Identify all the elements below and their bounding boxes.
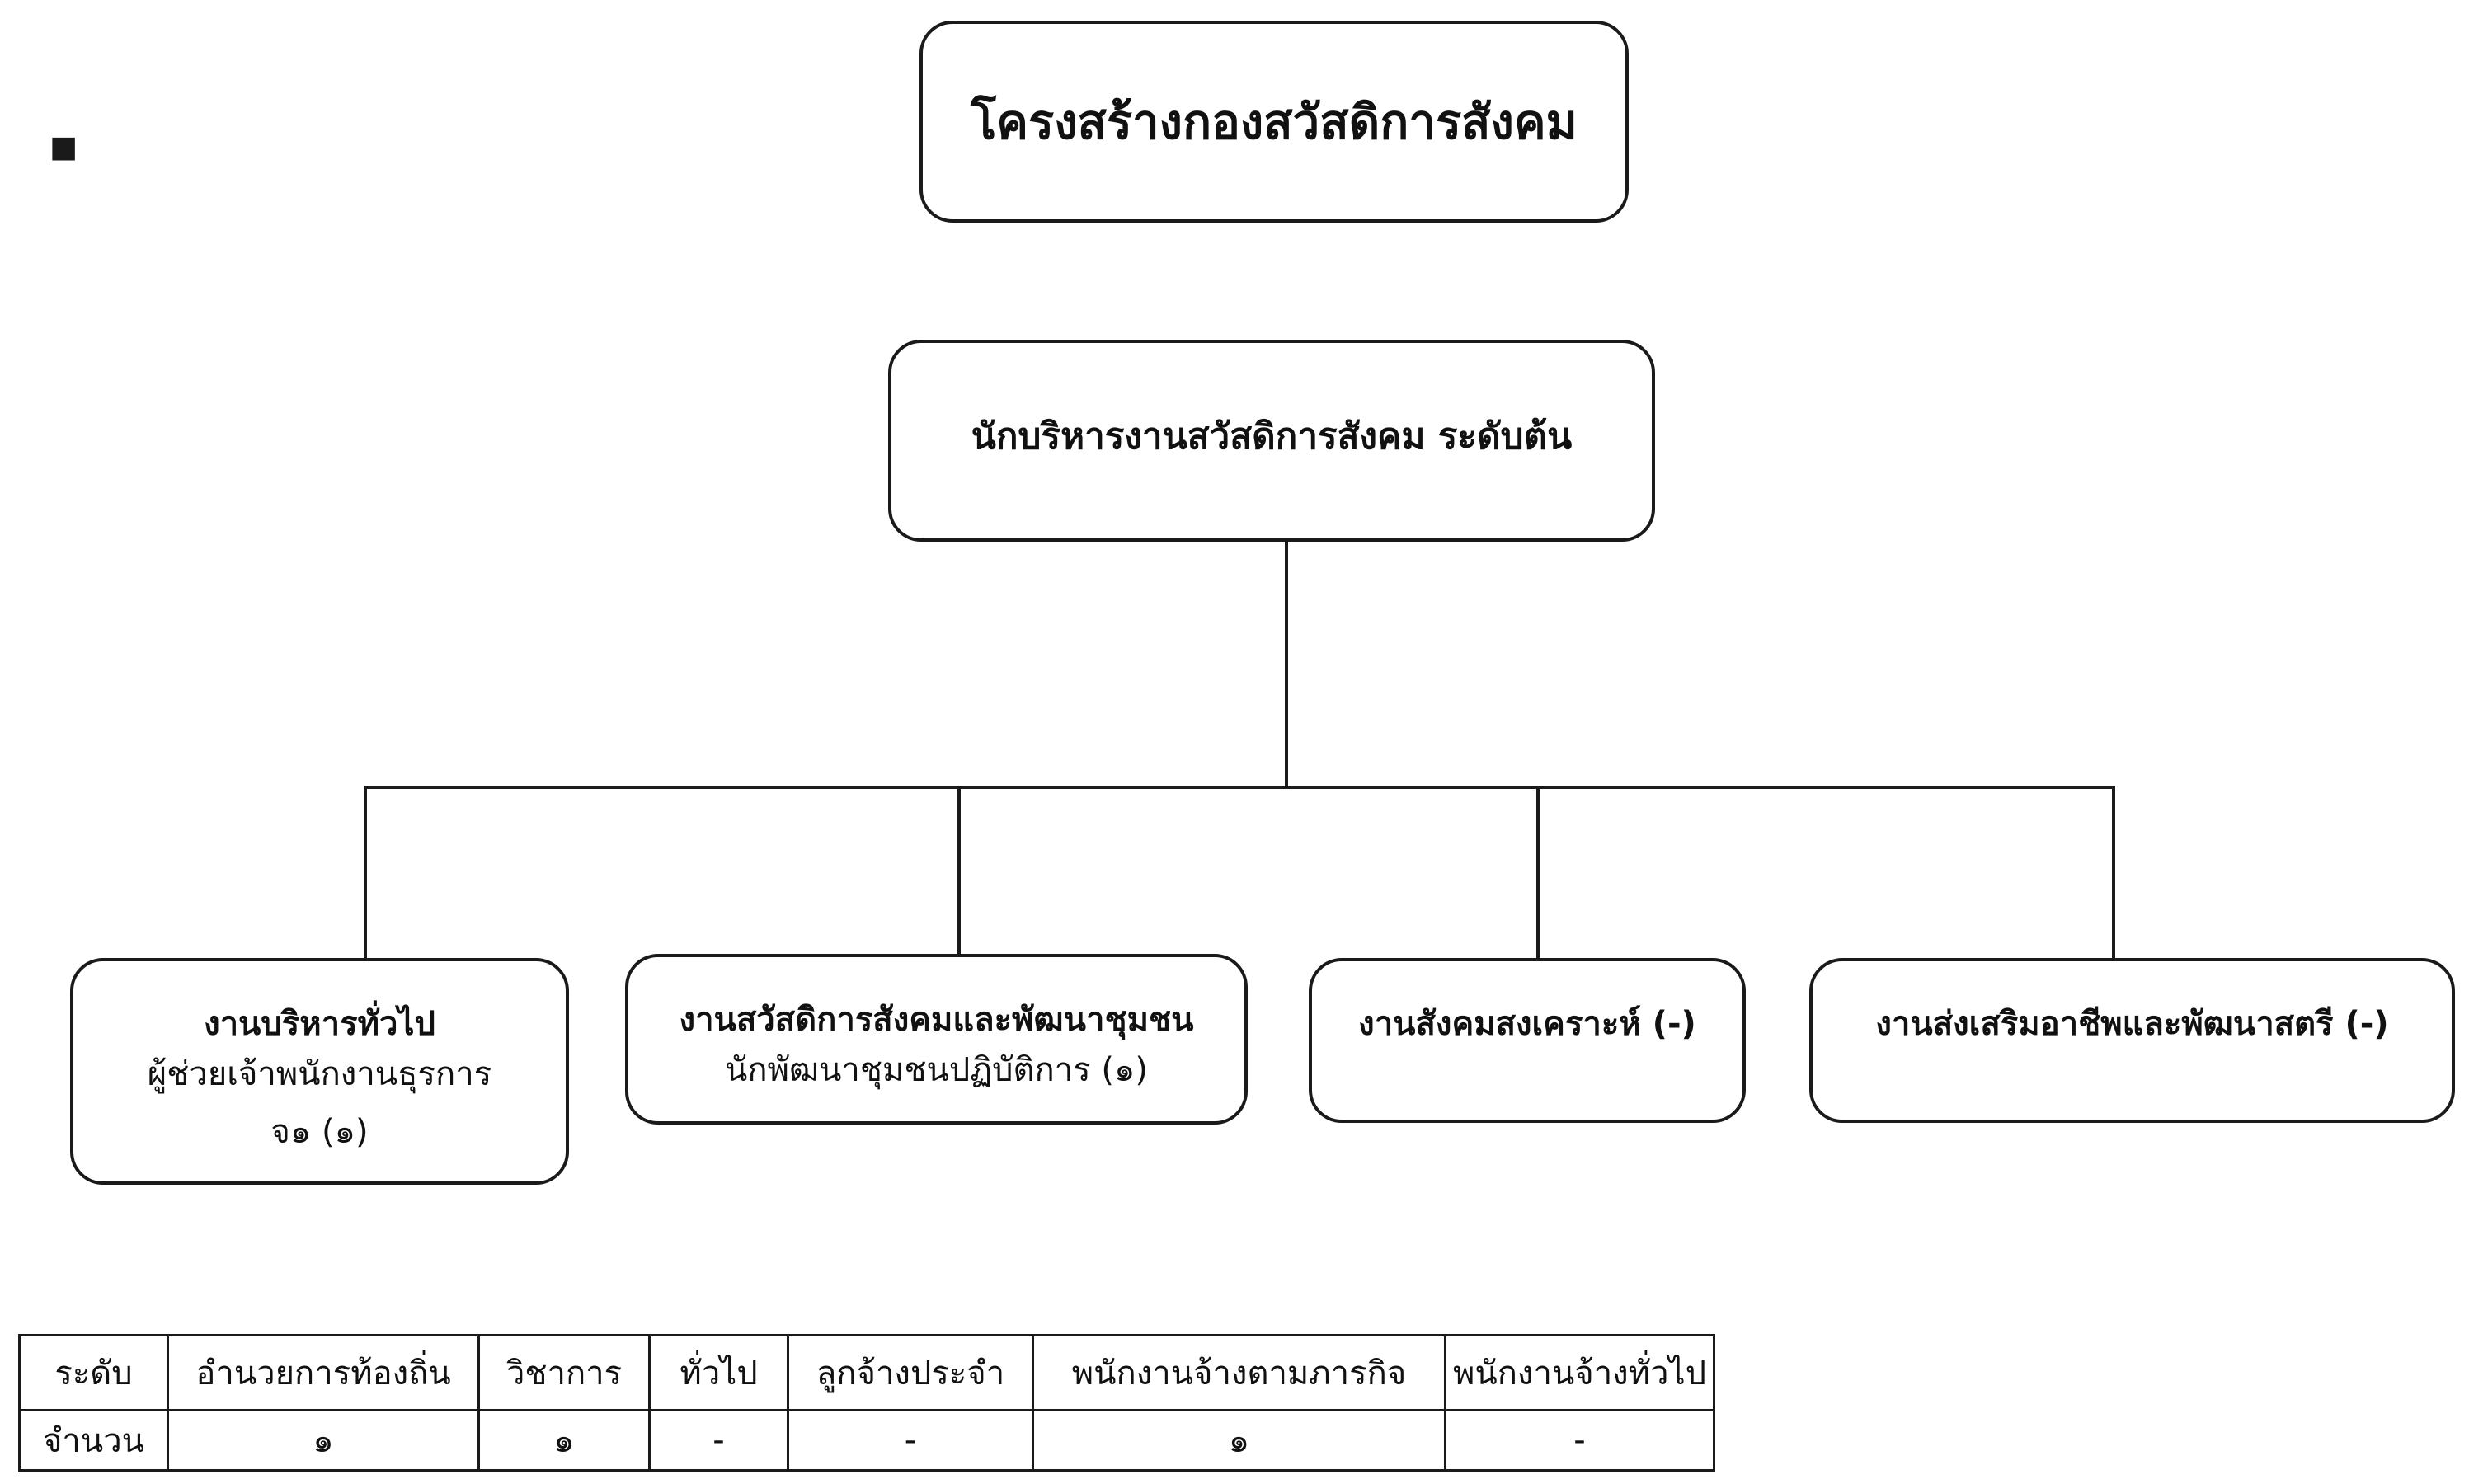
chart-title-box: โครงสร้างกองสวัสดิการสังคม — [919, 21, 1629, 223]
unit-name: งานส่งเสริมอาชีพและพัฒนาสตรี (-) — [1875, 1005, 2389, 1043]
table-row: จำนวน ๑ ๑ - - ๑ - — [18, 1409, 1715, 1472]
scan-speck-mark: ■ — [49, 130, 78, 164]
table-header-cell: อำนวยการท้องถิ่น — [167, 1334, 480, 1411]
unit-name: งานสวัสดิการสังคมและพัฒนาชุมชน — [679, 1001, 1194, 1039]
table-header-cell: ทั่วไป — [648, 1334, 789, 1411]
head-position-label: นักบริหารงานสวัสดิการสังคม ระดับต้น — [971, 416, 1573, 458]
unit-staff-extra: จ๑ (๑) — [270, 1113, 369, 1151]
connector-unit-3 — [1536, 786, 1540, 960]
unit-staff: ผู้ช่วยเจ้าพนักงานธุรการ — [147, 1055, 492, 1093]
table-row-label: จำนวน — [18, 1409, 169, 1472]
table-cell: - — [787, 1409, 1034, 1472]
table-header-cell: วิชาการ — [477, 1334, 651, 1411]
table-cell: ๑ — [477, 1409, 651, 1472]
table-cell: - — [648, 1409, 789, 1472]
table-cell: ๑ — [1032, 1409, 1446, 1472]
connector-head-trunk — [1285, 542, 1288, 787]
unit-name: งานสังคมสงเคราะห์ (-) — [1358, 1005, 1696, 1043]
table-cell: - — [1444, 1409, 1715, 1472]
table-header-cell: ระดับ — [18, 1334, 169, 1411]
staffing-summary-table: ระดับ อำนวยการท้องถิ่น วิชาการ ทั่วไป ลู… — [18, 1334, 1715, 1472]
head-position-box: นักบริหารงานสวัสดิการสังคม ระดับต้น — [888, 340, 1655, 542]
unit-staff: นักพัฒนาชุมชนปฏิบัติการ (๑) — [725, 1051, 1148, 1089]
connector-unit-4 — [2112, 786, 2115, 960]
connector-horizontal-bar — [364, 786, 2115, 789]
table-header-cell: ลูกจ้างประจำ — [787, 1334, 1034, 1411]
table-header-cell: พนักงานจ้างทั่วไป — [1444, 1334, 1715, 1411]
unit-box-social-work: งานสังคมสงเคราะห์ (-) — [1309, 958, 1746, 1123]
unit-box-social-welfare: งานสวัสดิการสังคมและพัฒนาชุมชน นักพัฒนาช… — [625, 954, 1248, 1125]
unit-box-career-promotion: งานส่งเสริมอาชีพและพัฒนาสตรี (-) — [1809, 958, 2455, 1123]
connector-unit-2 — [957, 786, 961, 956]
connector-unit-1 — [364, 786, 367, 960]
table-header-cell: พนักงานจ้างตามภารกิจ — [1032, 1334, 1446, 1411]
unit-box-general-admin: งานบริหารทั่วไป ผู้ช่วยเจ้าพนักงานธุรการ… — [70, 958, 569, 1185]
unit-name: งานบริหารทั่วไป — [204, 1005, 435, 1043]
table-cell: ๑ — [167, 1409, 480, 1472]
table-header-row: ระดับ อำนวยการท้องถิ่น วิชาการ ทั่วไป ลู… — [18, 1334, 1715, 1411]
chart-title: โครงสร้างกองสวัสดิการสังคม — [971, 94, 1578, 150]
